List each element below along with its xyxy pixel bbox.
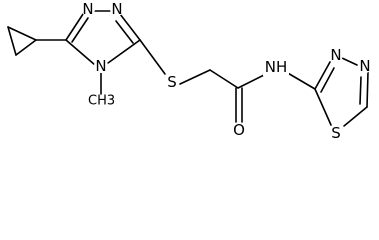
bond <box>71 17 89 43</box>
atom-label: N <box>111 0 122 18</box>
bond <box>7 26 17 56</box>
bond <box>7 26 37 41</box>
bond <box>65 10 86 41</box>
bond <box>15 39 37 56</box>
methyl-label: CH3 <box>88 94 115 109</box>
atom-n-thiadiazole-4: N <box>358 57 372 75</box>
atom-s-thiadiazole: S <box>329 124 343 142</box>
bond <box>65 39 96 66</box>
atom-n1: N <box>81 0 95 18</box>
atom-label: S <box>167 73 177 91</box>
atom-label: N <box>95 57 106 75</box>
cyclopropyl-ring <box>7 26 37 56</box>
bond <box>341 57 358 66</box>
molecule-structure: N N N CH3 S O NH N N S <box>7 0 372 142</box>
bond <box>179 69 211 85</box>
bond <box>119 13 141 41</box>
bond <box>359 76 362 105</box>
atom-n2: N <box>110 0 124 18</box>
atom-label: NH <box>265 58 288 76</box>
bond <box>343 106 368 127</box>
atom-n4: N <box>94 57 108 75</box>
bond <box>320 67 335 93</box>
atom-s-thioether: S <box>165 73 179 91</box>
bond <box>314 88 332 126</box>
atom-label: N <box>82 0 93 18</box>
atom-label: S <box>331 124 341 142</box>
bond <box>366 71 369 108</box>
atom-label: O <box>233 121 245 139</box>
atom-o-carbonyl: O <box>232 121 246 139</box>
bond <box>107 39 141 64</box>
bond <box>209 69 239 89</box>
atom-nh: NH <box>263 58 289 76</box>
bond <box>237 73 267 89</box>
bond <box>115 20 134 44</box>
bond <box>139 39 166 75</box>
atom-label: N <box>359 57 370 75</box>
bond <box>314 61 331 90</box>
triazole-ring <box>65 10 141 66</box>
thiadiazole-ring <box>314 57 369 127</box>
bond <box>285 71 316 90</box>
atom-n-thiadiazole-3: N <box>329 46 343 64</box>
atom-label: N <box>330 46 341 64</box>
